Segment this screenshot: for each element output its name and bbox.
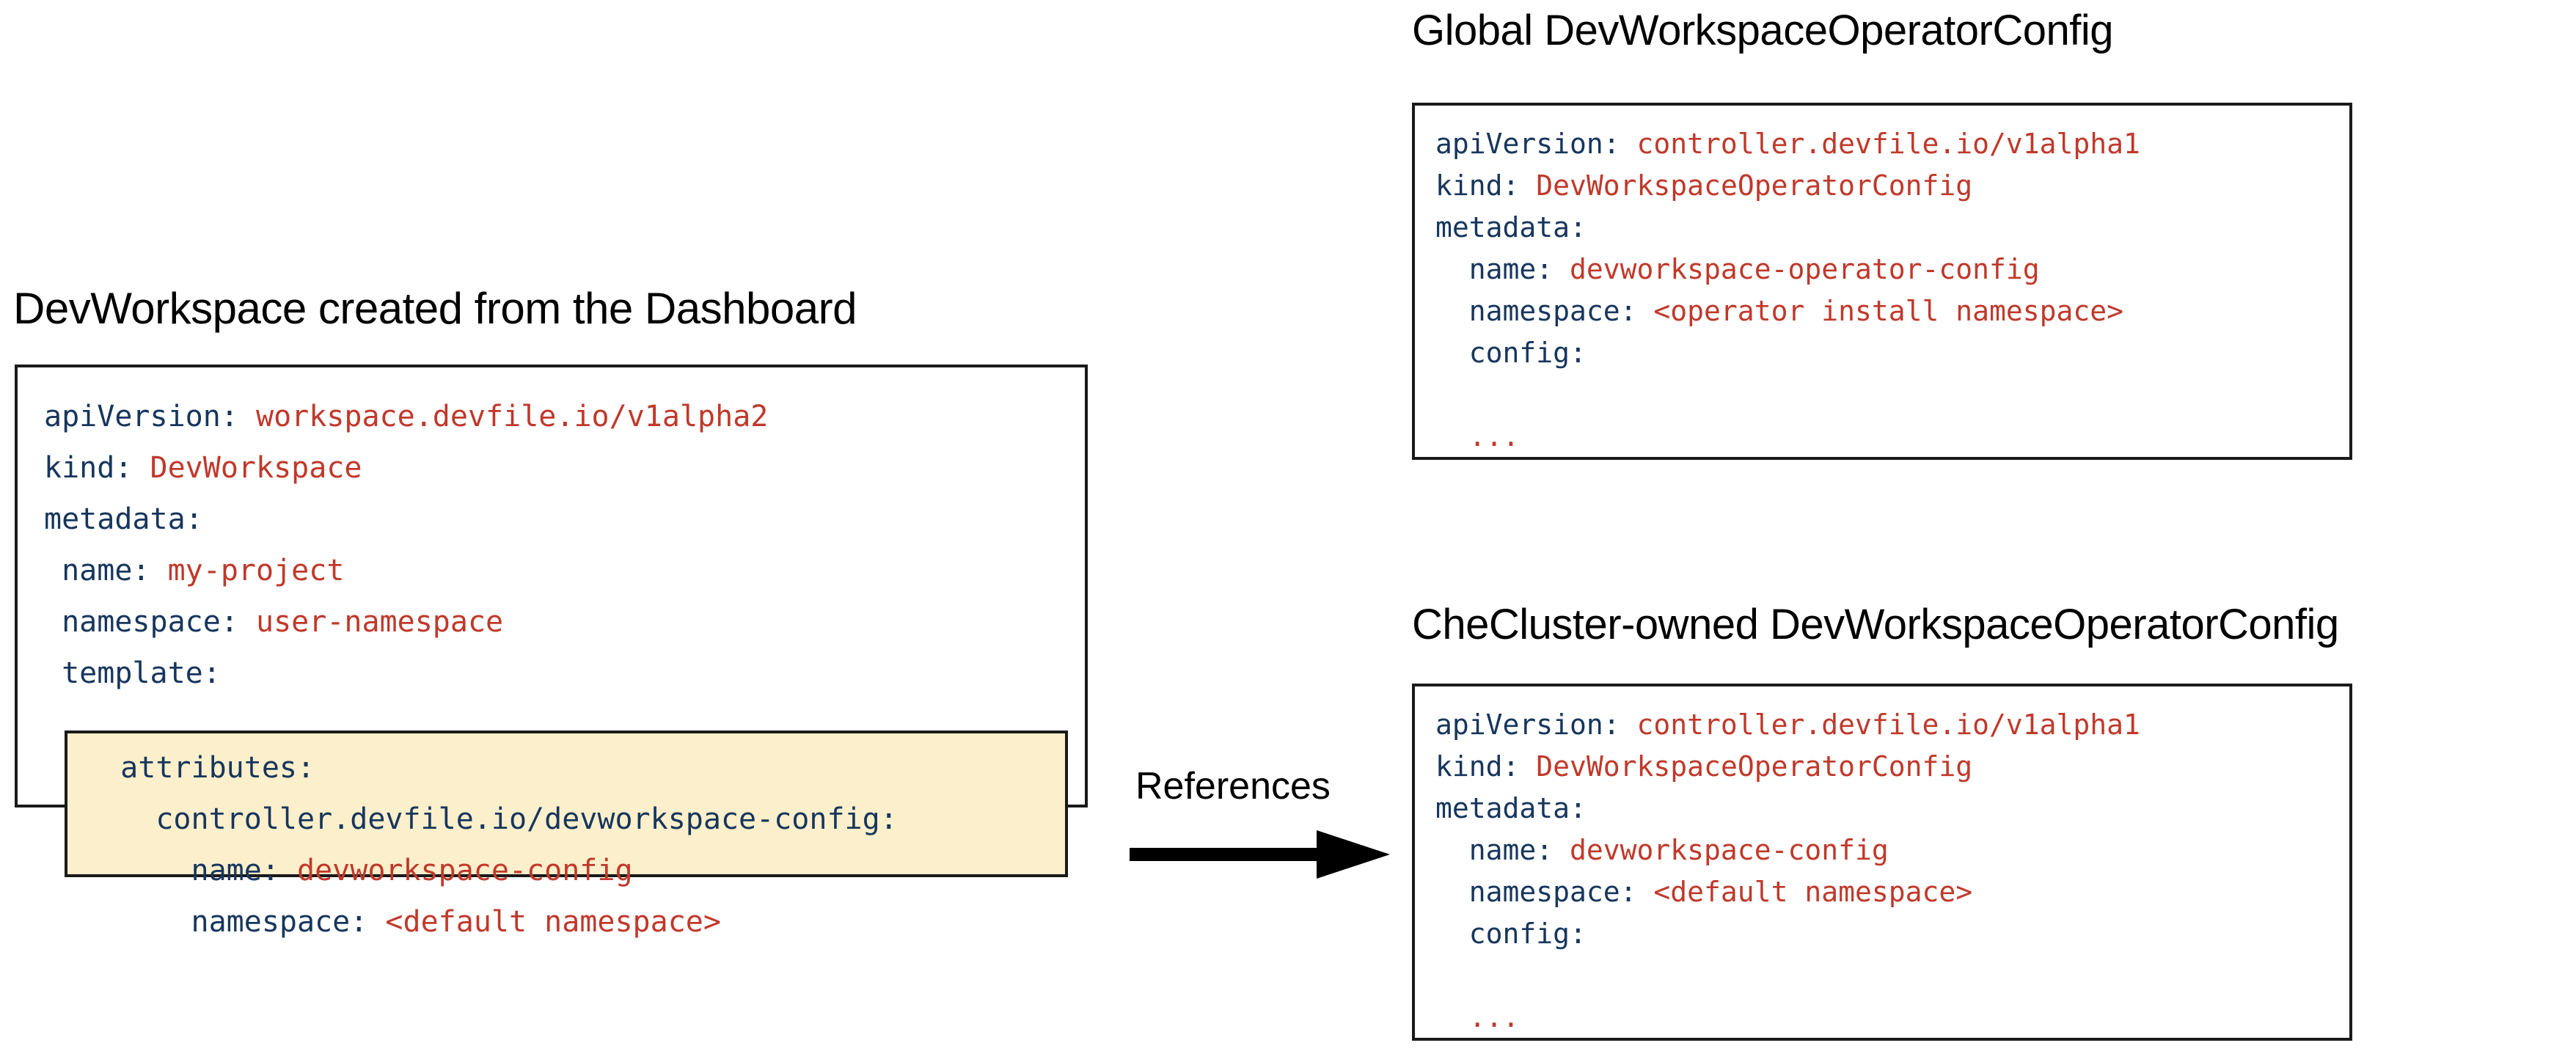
global-config-key: metadata: [1435,211,1587,243]
checluster-config-key: name: [1435,834,1570,866]
devworkspace-yaml-line: namespace: user-namespace [44,596,768,648]
global-config-key: name: [1435,253,1570,285]
checluster-config-key: metadata: [1435,792,1587,824]
devworkspace-yaml-line: name: my-project [44,545,768,596]
devworkspace-yaml-line: template: [44,648,768,699]
devworkspace-yaml-code: apiVersion: workspace.devfile.io/v1alpha… [44,391,768,699]
devworkspace-config-attr-value: devworkspace-config [296,854,633,887]
checluster-config-key: namespace: [1435,876,1654,908]
devworkspace-yaml-line: kind: DevWorkspace [44,442,768,494]
global-config-line: name: devworkspace-operator-config [1435,249,2140,290]
checluster-config-line: metadata: [1435,788,2140,830]
devworkspace-config-attr-line: namespace: <default namespace> [85,896,898,948]
devworkspace-yaml-panel: apiVersion: workspace.devfile.io/v1alpha… [15,365,1088,939]
global-devworkspaceoperatorconfig-code: apiVersion: controller.devfile.io/v1alph… [1435,123,2140,458]
devworkspace-yaml-value: workspace.devfile.io/v1alpha2 [255,400,769,433]
devworkspace-yaml-value: user-namespace [255,605,504,639]
global-config-line: metadata: [1435,207,2140,249]
devworkspace-yaml-key: name: [44,554,168,587]
global-config-key: config: [1435,337,1587,369]
global-config-line [1435,374,2140,416]
devworkspace-yaml-value: my-project [167,554,345,587]
devworkspace-config-attr-line: name: devworkspace-config [85,845,898,896]
left-panel-heading: DevWorkspace created from the Dashboard [13,284,857,333]
devworkspace-yaml-line: apiVersion: workspace.devfile.io/v1alpha… [44,391,768,442]
devworkspace-yaml-value: DevWorkspace [150,451,362,485]
global-config-key: kind: [1435,169,1537,202]
checluster-config-value: devworkspace-config [1570,834,1889,866]
references-label: References [1135,765,1331,808]
global-config-line: kind: DevWorkspaceOperatorConfig [1435,165,2140,207]
global-config-line: config: [1435,332,2140,374]
global-config-value: devworkspace-operator-config [1570,253,2040,285]
checluster-config-value: <default namespace> [1653,876,1973,908]
devworkspace-config-attr-line: controller.devfile.io/devworkspace-confi… [85,794,898,845]
checluster-config-value: ... [1468,1001,1520,1033]
arrow-right-icon [1130,829,1394,880]
devworkspace-yaml-key: template: [44,656,221,690]
checluster-config-key: kind: [1435,750,1537,783]
checluster-config-heading: CheCluster-owned DevWorkspaceOperatorCon… [1412,601,2339,648]
devworkspace-yaml-key: apiVersion: [44,400,256,433]
global-config-line: ... [1435,416,2140,458]
global-config-value: controller.devfile.io/v1alpha1 [1636,128,2140,160]
devworkspace-config-attribute-code: attributes: controller.devfile.io/devwor… [85,742,898,948]
devworkspace-config-attr-key: attributes: [85,751,315,785]
checluster-config-line [1435,955,2140,997]
checluster-config-line: apiVersion: controller.devfile.io/v1alph… [1435,704,2140,746]
checluster-config-key: config: [1435,918,1587,950]
devworkspace-yaml-line: metadata: [44,494,768,545]
devworkspace-config-attr-line: attributes: [85,742,898,794]
devworkspace-config-attr-key: name: [85,854,297,887]
checluster-owned-devworkspaceoperatorconfig-panel: apiVersion: controller.devfile.io/v1alph… [1412,684,2352,1041]
global-config-line: apiVersion: controller.devfile.io/v1alph… [1435,123,2140,165]
global-config-key: namespace: [1435,295,1654,327]
global-devworkspaceoperatorconfig-panel: apiVersion: controller.devfile.io/v1alph… [1412,103,2352,460]
checluster-config-key: apiVersion: [1435,708,1637,741]
devworkspace-config-attribute-highlight: attributes: controller.devfile.io/devwor… [65,730,1068,939]
devworkspace-yaml-key: kind: [44,451,150,485]
devworkspace-config-attr-key: namespace: [85,905,386,939]
global-config-key: apiVersion: [1435,128,1637,160]
devworkspace-config-attr-key: controller.devfile.io/devworkspace-confi… [85,802,898,836]
devworkspace-config-attr-value: <default namespace> [385,905,721,939]
global-config-key [1435,420,1469,453]
global-config-line: namespace: <operator install namespace> [1435,290,2140,332]
devworkspace-yaml-key: metadata: [44,502,203,536]
checluster-config-key [1435,1001,1469,1033]
global-config-heading: Global DevWorkspaceOperatorConfig [1412,7,2114,54]
checluster-config-line: name: devworkspace-config [1435,830,2140,871]
checluster-owned-devworkspaceoperatorconfig-code: apiVersion: controller.devfile.io/v1alph… [1435,704,2140,1039]
checluster-config-value: controller.devfile.io/v1alpha1 [1636,708,2140,741]
devworkspace-yaml-key: namespace: [44,605,256,639]
checluster-config-line: ... [1435,997,2140,1039]
global-config-value: <operator install namespace> [1653,295,2124,327]
checluster-config-line: namespace: <default namespace> [1435,871,2140,913]
checluster-config-line: config: [1435,913,2140,955]
global-config-value: ... [1468,420,1520,453]
checluster-config-value: DevWorkspaceOperatorConfig [1536,750,1973,783]
global-config-value: DevWorkspaceOperatorConfig [1536,169,1973,202]
checluster-config-line: kind: DevWorkspaceOperatorConfig [1435,746,2140,788]
